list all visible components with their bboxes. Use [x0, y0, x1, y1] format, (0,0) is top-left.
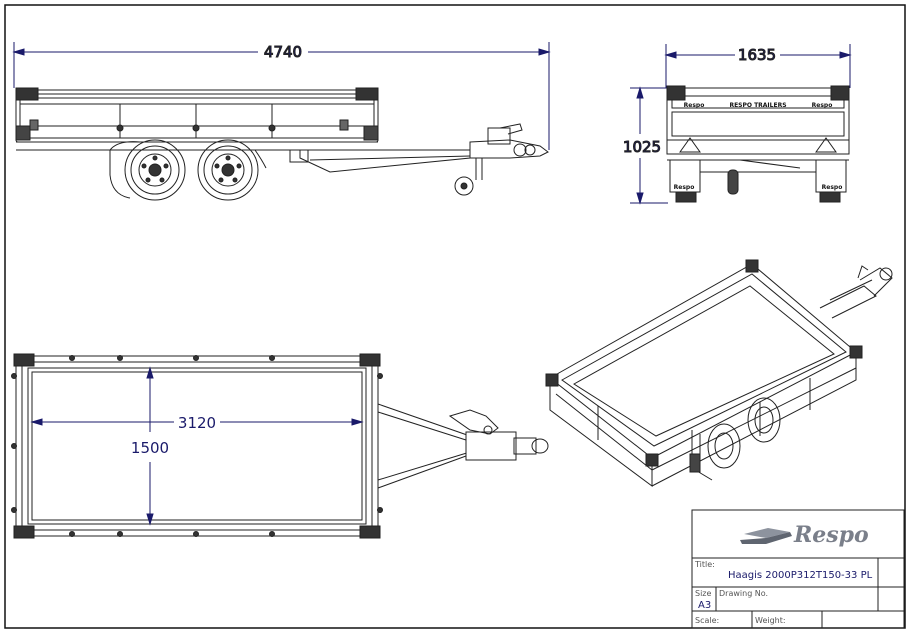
title-block: [691, 509, 905, 629]
side-view: 4740: [12, 42, 551, 201]
title-block-logo-text: Respo: [793, 522, 869, 548]
front-view: 1635 1025: [622, 44, 852, 205]
dimension-front-height-label: 1025: [623, 138, 661, 156]
front-top-right-badge: Respo: [812, 102, 833, 109]
dimension-side-length-label: 4740: [264, 43, 302, 61]
side-wheel-front: [124, 139, 186, 201]
front-right-badge: Respo: [822, 184, 843, 191]
sheet-border: [4, 4, 906, 629]
side-wheel-rear: [197, 139, 259, 201]
dimension-top-length-label: 3120: [178, 414, 216, 432]
title-block-title-label: Title:: [694, 560, 715, 569]
title-block-size-value: A3: [698, 600, 711, 611]
title-block-title-value: Haagis 2000P312T150-33 PL: [728, 570, 873, 581]
dimension-front-width: [664, 44, 852, 88]
respo-logo-icon: [740, 528, 792, 544]
dimension-front-height: [630, 86, 668, 205]
top-view: [11, 353, 549, 539]
title-block-size-label: Size: [695, 589, 712, 598]
dimension-side-length: [12, 42, 551, 150]
title-block-scale-label: Scale:: [695, 616, 719, 625]
front-left-badge: Respo: [674, 184, 695, 191]
isometric-view: [545, 259, 893, 487]
title-block-weight-label: Weight:: [755, 616, 786, 625]
title-block-drawing-no-label: Drawing No.: [719, 589, 768, 598]
dimension-top-width: [146, 366, 154, 526]
front-top-left-badge: Respo: [684, 102, 705, 109]
front-plate-text: RESPO TRAILERS: [729, 102, 786, 109]
dimension-front-width-label: 1635: [738, 46, 776, 64]
dimension-top-width-label: 1500: [131, 439, 169, 457]
